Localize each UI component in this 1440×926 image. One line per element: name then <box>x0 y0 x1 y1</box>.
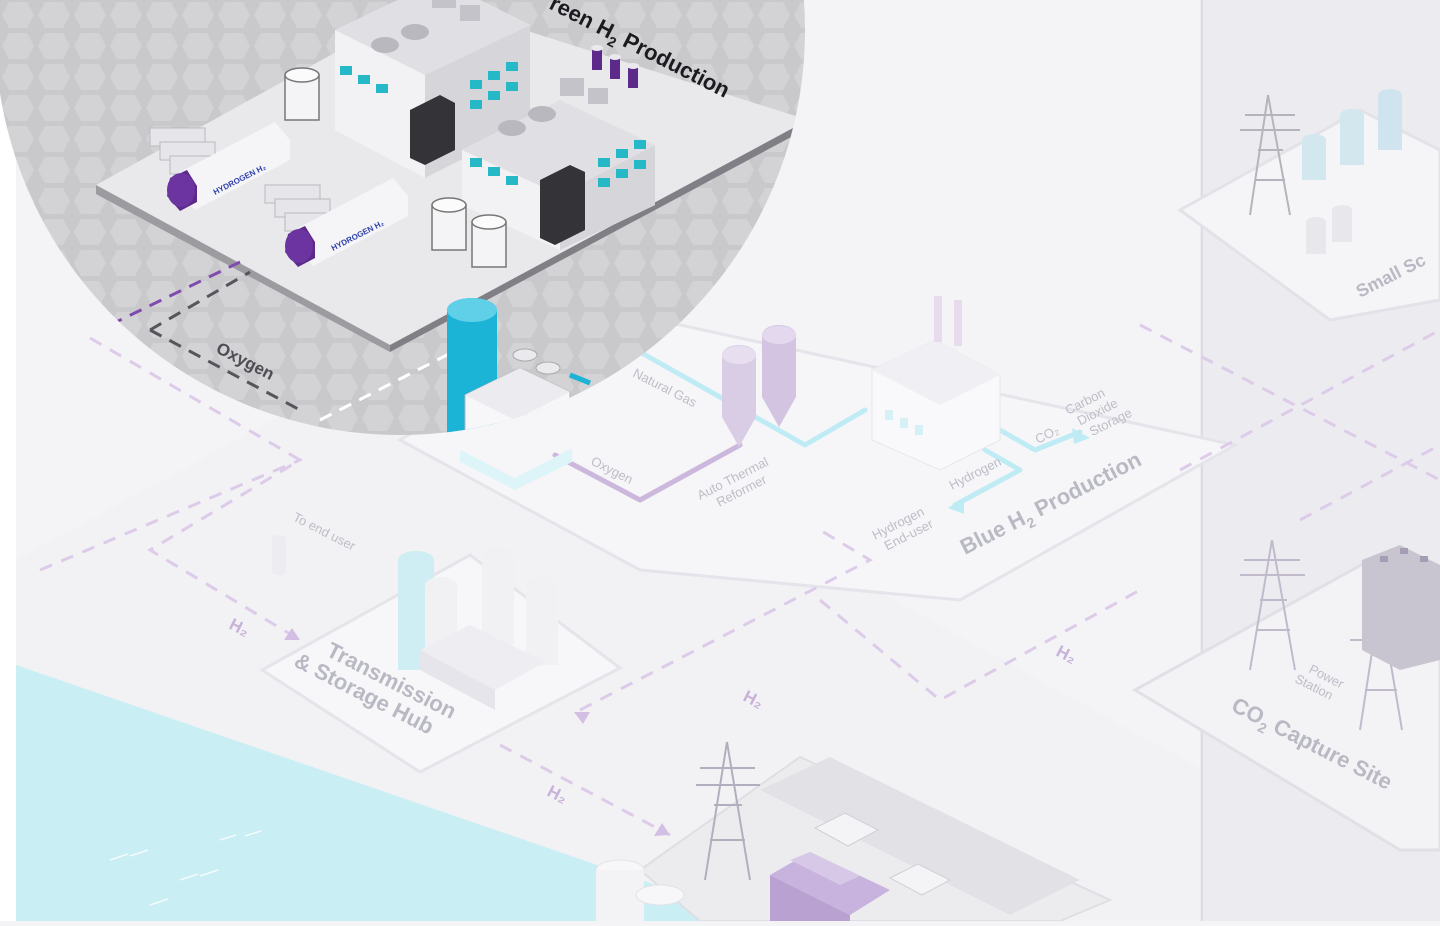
electrolyser-base <box>460 448 572 490</box>
port-deck <box>760 757 1080 915</box>
pylon-icon-3 <box>696 741 760 881</box>
port-silos <box>595 859 685 921</box>
reformer-icon <box>722 325 796 447</box>
factory-icon-2 <box>462 45 655 250</box>
h2-label-d: H₂ <box>1053 642 1079 668</box>
route-arrowheads <box>284 628 670 836</box>
storage-silo-icon <box>284 67 507 268</box>
transmission-hub-buildings <box>272 535 558 710</box>
water-ripples <box>109 830 262 906</box>
co2-arrow <box>1072 428 1090 444</box>
hydrogen-routes <box>39 323 1440 837</box>
capture-building <box>1362 545 1440 670</box>
hydrogen-tank-icon <box>149 122 290 211</box>
ground-platform <box>16 340 1440 921</box>
left-bezel <box>0 0 16 921</box>
factory-icon <box>335 0 530 178</box>
small-scale-platform <box>1177 108 1440 322</box>
water <box>16 665 760 921</box>
blue-plant-building <box>871 296 1001 471</box>
pylon-icon <box>1240 94 1300 216</box>
port-warehouse <box>770 852 890 921</box>
truck-icon <box>813 812 952 896</box>
hydrogen-arrow <box>948 498 964 514</box>
hydrogen-tank-icon-2 <box>264 178 408 267</box>
small-scale-tanks <box>1302 89 1402 254</box>
